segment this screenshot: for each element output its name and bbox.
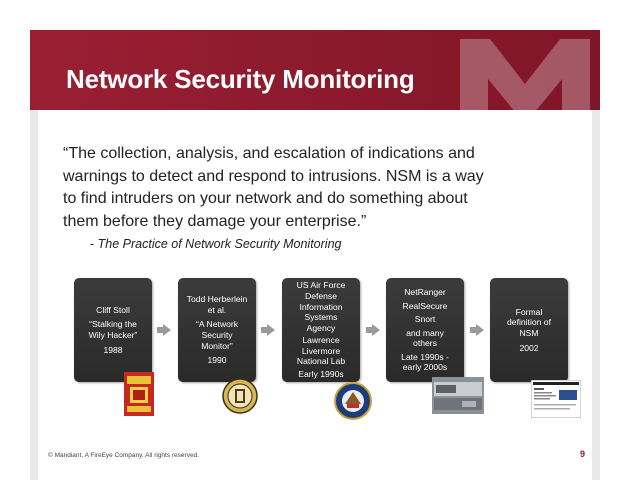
timeline-text: Wily Hacker”: [88, 330, 138, 340]
timeline-arrow: [470, 324, 484, 336]
quote-attribution: - The Practice of Network Security Monit…: [90, 237, 341, 251]
timeline-arrow: [261, 324, 275, 336]
timeline-text: 1990: [207, 355, 227, 366]
quote-line: “The collection, analysis, and escalatio…: [63, 145, 475, 162]
timeline-text: Cliff Stoll: [96, 304, 130, 315]
timeline-text: Todd Herberlein: [186, 294, 248, 305]
timeline-text: Security: [201, 330, 233, 340]
timeline-text: “A Network: [195, 319, 239, 330]
timeline-arrow: [157, 324, 171, 336]
timeline-text: Lawrence: [302, 335, 340, 346]
title-bar-background: [30, 30, 600, 110]
timeline-arrow: [366, 324, 380, 336]
slide-title: Network Security Monitoring: [66, 64, 415, 94]
mandiant-logo-watermark: [460, 39, 590, 110]
timeline-text: Information: [299, 301, 343, 312]
timeline-text: Snort: [414, 314, 436, 325]
timeline-box-usaf: US Air Force Defense Information Systems…: [282, 278, 360, 382]
timeline-text: Systems: [304, 312, 338, 323]
timeline-text: definition of: [507, 317, 551, 328]
timeline-text: “Stalking the: [89, 319, 137, 330]
timeline-text: Early 1990s: [298, 369, 344, 380]
attribution-source: The Practice of Network Security Monitor…: [97, 237, 342, 251]
timeline-text: 2002: [519, 342, 539, 353]
university-seal-image: [222, 378, 258, 414]
document-screenshot-image: [531, 380, 581, 418]
quote-line: to find intruders on your network and do…: [63, 190, 468, 207]
timeline-text: Formal: [515, 306, 543, 317]
book-cover-image: [124, 372, 154, 416]
timeline-text: and many: [406, 327, 444, 338]
timeline-text: others: [413, 338, 437, 349]
timeline-text: NSM: [519, 328, 539, 338]
quote-line: warnings to detect and respond to intrus…: [63, 167, 484, 185]
timeline-box-herberlein: Todd Herberlein et al. “A Network Securi…: [178, 278, 256, 382]
attribution-dash: -: [90, 237, 98, 251]
timeline-text: et al.: [207, 304, 227, 315]
timeline-text: NetRanger: [404, 286, 446, 297]
right-rail: [592, 30, 600, 480]
copyright-footer: © Mandiant, A FireEye Company. All right…: [48, 452, 199, 459]
nsm-quote: “The collection, analysis, and escalatio…: [63, 143, 573, 233]
timeline-text: Monitor”: [201, 340, 233, 351]
timeline-text: Livermore: [301, 345, 341, 356]
timeline-text: RealSecure: [402, 300, 448, 311]
timeline-box-netranger: NetRanger RealSecure Snort and many othe…: [386, 278, 464, 382]
quote-line: them before they damage your enterprise.…: [63, 212, 367, 230]
timeline-text: Defense: [304, 290, 337, 301]
title-bar: Network Security Monitoring: [30, 30, 600, 110]
timeline-box-formal-definition: Formal definition of NSM 2002: [490, 278, 568, 382]
left-rail: [30, 30, 38, 480]
timeline-text: Late 1990s -: [401, 351, 449, 362]
timeline-text: National Lab: [296, 356, 346, 367]
agency-seal-image: [334, 382, 372, 420]
timeline-text: Agency: [306, 322, 336, 333]
timeline-box-stoll: Cliff Stoll “Stalking the Wily Hacker” 1…: [74, 278, 152, 382]
network-appliance-photo: [432, 377, 484, 414]
timeline-text: 1988: [103, 344, 123, 355]
timeline-text: US Air Force: [296, 280, 346, 291]
timeline-text: early 2000s: [402, 362, 448, 373]
page-number: 9: [580, 449, 586, 459]
